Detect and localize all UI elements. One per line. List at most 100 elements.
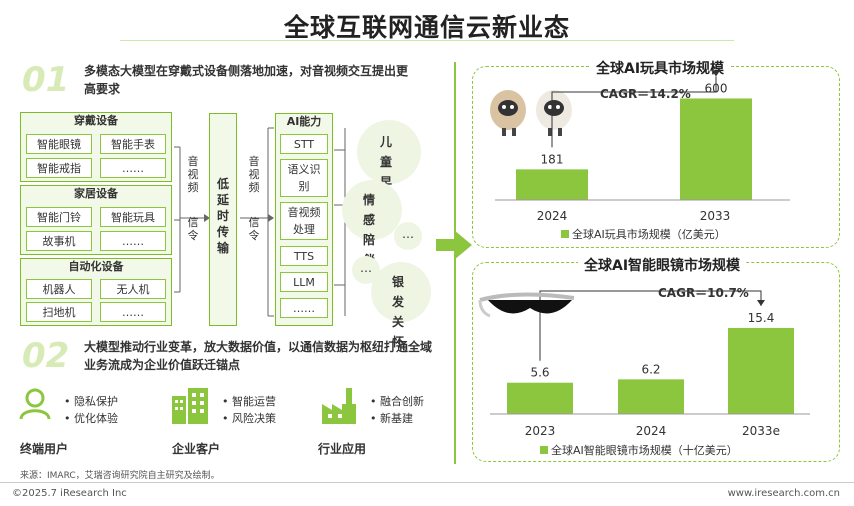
value-label-industry: 行业应用 (318, 442, 367, 456)
value-point: • 智能运营 (222, 395, 276, 408)
value-point-text: 隐私保护 (74, 395, 118, 408)
person-icon (19, 388, 51, 420)
device-group-automation: 自动化设备 机器人 无人机 扫地机 …… (20, 258, 172, 326)
ai-item: TTS (280, 246, 328, 266)
value-point-text: 智能运营 (232, 395, 276, 408)
value-point: • 优化体验 (64, 412, 118, 425)
flow-char: 令 (187, 229, 199, 242)
ai-item: LLM (280, 272, 328, 292)
flow-char: 音 (248, 155, 260, 168)
title-underline (120, 40, 734, 41)
value-point-text: 新基建 (380, 412, 413, 425)
factory-icon (322, 388, 356, 424)
legend-swatch (561, 230, 569, 238)
device-item: 机器人 (26, 279, 92, 299)
section-heading-1: 多模态大模型在穿戴式设备侧落地加速，对音视频交互提出更高要求 (84, 64, 409, 96)
ai-item: 语义识别 (280, 159, 328, 197)
flow-char: 信 (248, 216, 260, 229)
smart-glasses-image (478, 282, 578, 328)
value-point: • 隐私保护 (64, 395, 118, 408)
cagr-annotation: CAGR＝14.2% (600, 87, 691, 101)
device-item: 智能门铃 (26, 207, 92, 227)
device-item: 智能戒指 (26, 158, 92, 178)
scene-emotional-companion: 情感陪伴 (342, 180, 402, 267)
device-item: 故事机 (26, 231, 92, 251)
ai-item: STT (280, 134, 328, 154)
section-number-1: 01 (22, 60, 70, 100)
ai-item: 音视频处理 (280, 202, 328, 240)
cagr-arrow (539, 290, 762, 361)
transport-char: 时 (216, 209, 229, 223)
arrow-head (757, 299, 765, 306)
legend-text: 全球AI玩具市场规模（亿美元） (572, 228, 726, 241)
arrow-head (712, 70, 720, 77)
flow-label-right: 音 视 频 信 令 (247, 155, 261, 242)
copyright: ©2025.7 iResearch Inc (12, 488, 127, 499)
legend-swatch (540, 446, 548, 454)
bar (680, 98, 752, 200)
flow-char: 信 (187, 216, 199, 229)
page-title: 全球互联网通信云新业态 (283, 13, 570, 42)
flow-char: 令 (248, 229, 260, 242)
value-point: • 风险决策 (222, 412, 276, 425)
ai-capability-box: AI能力 STT 语义识别 音视频处理 TTS LLM …… (275, 113, 333, 326)
flow-char: 频 (187, 181, 199, 194)
data-label: 6.2 (641, 362, 660, 376)
chart-legend: 全球AI玩具市场规模（亿美元） (561, 226, 726, 242)
flow-char: 视 (248, 168, 260, 181)
flow-label-left: 音 视 频 信 令 (186, 155, 200, 242)
chart-title: 全球AI玩具市场规模 (590, 58, 731, 78)
transport-char: 传 (216, 225, 229, 239)
value-label-end-user: 终端用户 (20, 442, 69, 456)
device-group-title: 穿戴设备 (74, 114, 118, 127)
device-item: 智能眼镜 (26, 134, 92, 154)
data-label: 181 (541, 152, 564, 166)
scene-elderly-care: 银发关怀 (371, 262, 431, 349)
bar (507, 382, 573, 414)
footer-divider (0, 482, 854, 483)
value-label-enterprise: 企业客户 (172, 442, 221, 456)
data-label: 5.6 (530, 366, 549, 380)
chart-title: 全球AI智能眼镜市场规模 (578, 255, 747, 275)
device-item: 智能手表 (100, 134, 166, 154)
scene-ellipsis: … (394, 222, 422, 250)
device-group-home: 家居设备 智能门铃 智能玩具 故事机 …… (20, 185, 172, 255)
section-heading-2: 大模型推动行业变革，放大数据价值，以通信数据为枢纽打通全域业务流成为企业价值跃迁… (84, 340, 433, 372)
cagr-arrow (551, 76, 717, 148)
low-latency-transport: 低 延 时 传 输 (209, 113, 237, 326)
cagr-annotation: CAGR＝10.7% (658, 286, 749, 300)
value-point: • 新基建 (370, 412, 413, 425)
robot-toy-image (484, 78, 580, 138)
data-label: 15.4 (748, 311, 775, 325)
source-note: 来源：IMARC，艾瑞咨询研究院自主研究及绘制。 (20, 471, 220, 481)
x-tick-label: 2033 (699, 209, 731, 223)
device-item: 无人机 (100, 279, 166, 299)
device-group-title: 自动化设备 (68, 260, 124, 273)
arrow-right-icon (436, 230, 472, 260)
transport-char: 延 (216, 193, 229, 207)
value-point-text: 风险决策 (232, 412, 276, 425)
transport-char: 低 (216, 177, 229, 191)
value-point: • 融合创新 (370, 395, 424, 408)
transport-char: 输 (216, 241, 229, 255)
device-item: 智能玩具 (100, 207, 166, 227)
scene-ellipsis: … (352, 256, 380, 284)
bar (728, 327, 794, 414)
flow-char: 视 (187, 168, 199, 181)
bar (618, 379, 684, 414)
vertical-divider (454, 62, 456, 464)
device-group-title: 家居设备 (74, 187, 118, 200)
x-tick-label: 2024 (635, 424, 667, 438)
section-number-2: 02 (22, 336, 70, 376)
x-tick-label: 2023 (524, 424, 556, 438)
legend-text: 全球AI智能眼镜市场规模（十亿美元） (551, 444, 738, 457)
device-item: …… (100, 302, 166, 322)
flow-char: 频 (248, 181, 260, 194)
flow-char: 音 (187, 155, 199, 168)
ai-title: AI能力 (286, 115, 322, 128)
device-item: …… (100, 158, 166, 178)
website: www.iresearch.com.cn (727, 488, 840, 499)
device-item: …… (100, 231, 166, 251)
x-tick-label: 2024 (536, 209, 568, 223)
